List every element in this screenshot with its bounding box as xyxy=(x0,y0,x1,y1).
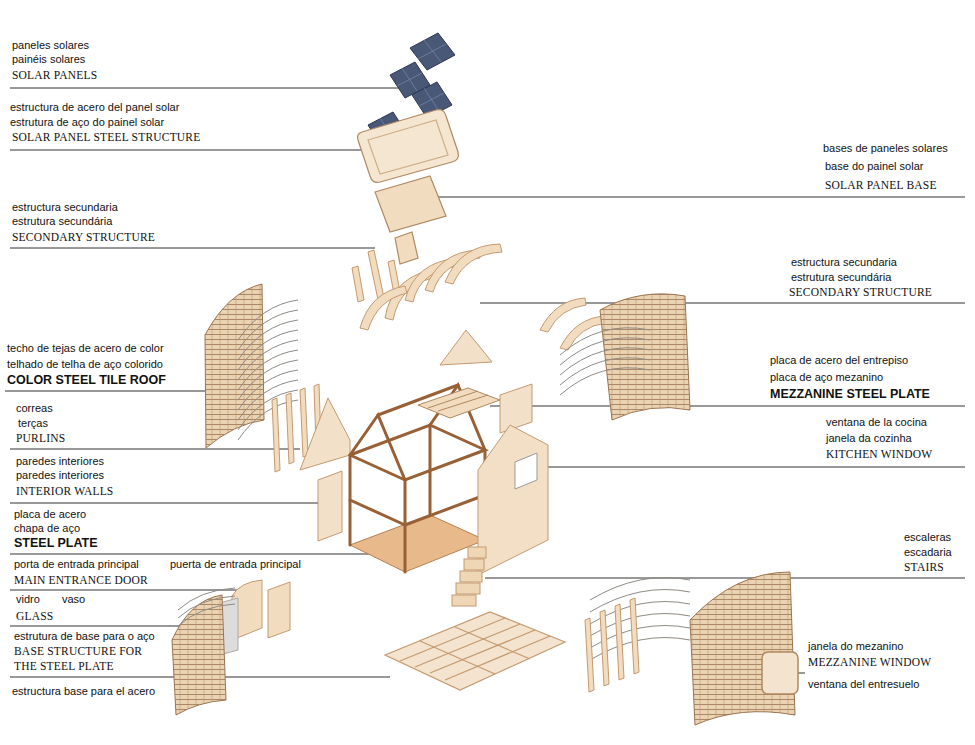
part-label: ventana de la cocina xyxy=(826,416,927,429)
part-label: base do painel solar xyxy=(825,160,923,173)
part-label: MEZZANINE STEEL PLATE xyxy=(770,387,930,402)
part-label: placa de aço mezanino xyxy=(770,371,883,384)
part-label: estructura secundaria xyxy=(12,201,118,214)
left-roof-shell xyxy=(205,284,298,448)
part-label: porta de entrada principal xyxy=(14,558,139,571)
part-label: paredes interiores xyxy=(16,469,104,482)
part-label: estructura de acero del panel solar xyxy=(10,101,179,114)
part-label: MEZZANINE WINDOW xyxy=(808,656,931,670)
part-label: THE STEEL PLATE xyxy=(14,660,114,674)
part-label: SECONDARY STRUCTURE xyxy=(789,286,932,300)
part-label: SOLAR PANEL BASE xyxy=(825,179,937,193)
bottom-left-shell xyxy=(172,588,235,715)
secondary-structure xyxy=(352,244,606,350)
leader-lines xyxy=(5,88,965,677)
part-label: COLOR STEEL TILE ROOF xyxy=(7,373,166,388)
part-label: SOLAR PANELS xyxy=(12,69,97,83)
part-label: placa de acero xyxy=(14,508,86,521)
part-label: bases de paneles solares xyxy=(823,142,948,155)
part-label: correas xyxy=(16,402,53,415)
part-label: estrutura de aço do painel solar xyxy=(10,116,164,129)
part-label: MAIN ENTRANCE DOOR xyxy=(14,574,148,588)
part-label: ventana del entresuelo xyxy=(808,678,919,691)
part-label: vaso xyxy=(62,593,85,606)
mezzanine-plate xyxy=(418,388,500,418)
part-label: escadaria xyxy=(904,546,952,559)
part-label: estructura base para el acero xyxy=(12,685,155,698)
part-label: vidro xyxy=(16,593,40,606)
part-label: janela do mezanino xyxy=(808,640,903,653)
base-structure xyxy=(385,612,565,690)
part-label: chapa de aço xyxy=(14,522,80,535)
part-label: STEEL PLATE xyxy=(14,536,98,551)
part-label: SECONDARY STRUCTURE xyxy=(12,231,155,245)
part-label: placa de acero del entrepiso xyxy=(770,354,908,367)
part-label: estrutura secundária xyxy=(791,271,891,284)
part-label: estrutura de base para o aço xyxy=(14,630,155,643)
part-label: puerta de entrada principal xyxy=(170,558,301,571)
right-roof-shell xyxy=(560,294,690,420)
part-label: estructura secundaria xyxy=(791,256,897,269)
part-label: BASE STRUCTURE FOR xyxy=(14,645,142,659)
part-label: telhado de telha de aço colorido xyxy=(7,358,163,371)
part-label: STAIRS xyxy=(904,561,944,575)
part-label: terças xyxy=(18,417,48,430)
part-label: paneles solares xyxy=(12,39,89,52)
part-label: estrutura secundária xyxy=(12,215,112,228)
part-label: KITCHEN WINDOW xyxy=(826,448,932,462)
part-label: techo de tejas de acero de color xyxy=(7,342,164,355)
part-label: janela da cozinha xyxy=(826,432,912,445)
part-label: PURLINS xyxy=(16,432,65,446)
part-label: GLASS xyxy=(16,610,53,624)
part-label: paredes interiores xyxy=(16,455,104,468)
kitchen-wall xyxy=(478,425,548,575)
part-label: escaleras xyxy=(904,531,951,544)
panel-structure xyxy=(358,110,459,264)
part-label: SOLAR PANEL STEEL STRUCTURE xyxy=(12,131,200,145)
bottom-right-shell xyxy=(585,572,798,725)
stairs xyxy=(452,547,486,606)
part-label: painéis solares xyxy=(12,53,85,66)
part-label: INTERIOR WALLS xyxy=(16,485,113,499)
